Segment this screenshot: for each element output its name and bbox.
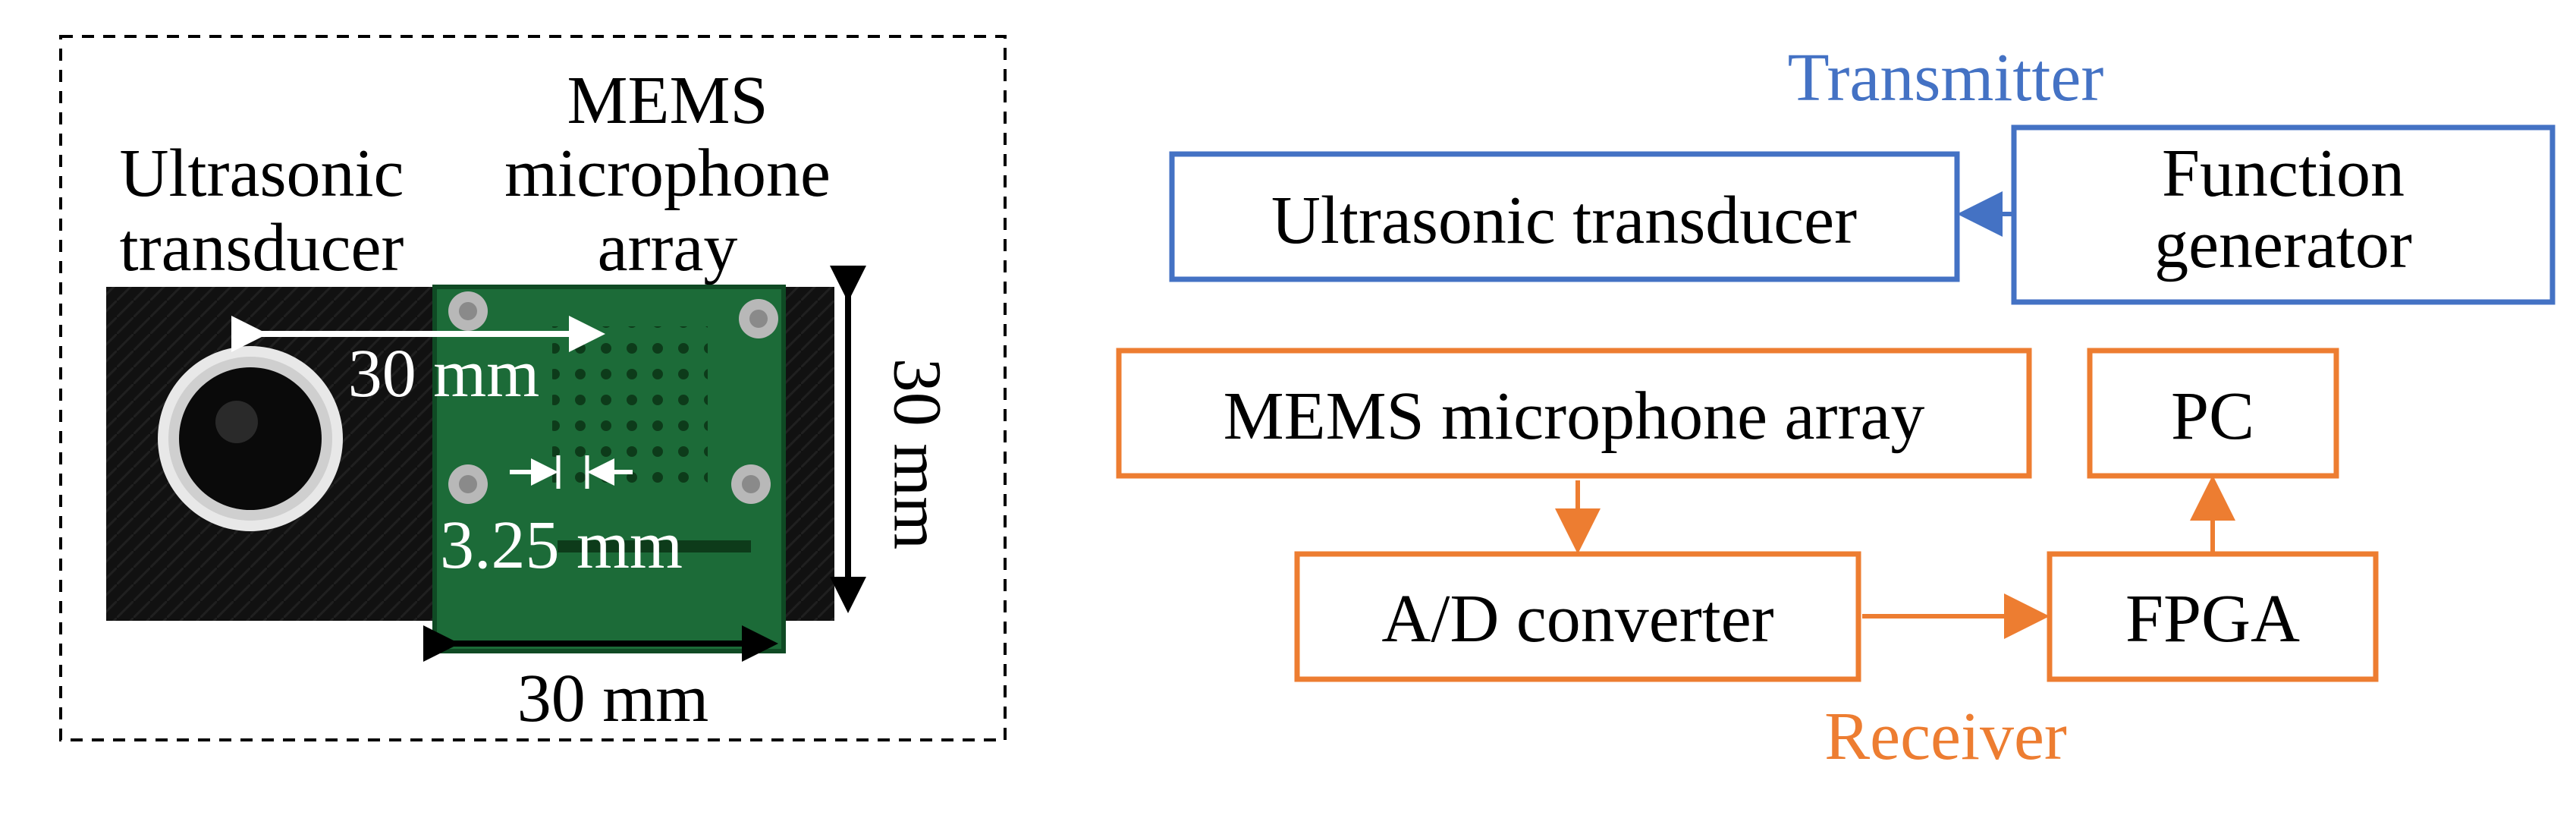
ultrasonic-transducer-image [158, 346, 343, 531]
mems-label-line2: microphone [504, 136, 831, 211]
transmitter-label: Transmitter [1788, 40, 2104, 115]
function-generator-block: Function generator [2011, 124, 2556, 305]
ad-converter-block: A/D converter [1294, 551, 1861, 682]
transducer-label-line2: transducer [120, 210, 404, 285]
block-diagram: Transmitter Ultrasonic transducer Functi… [1116, 40, 2556, 774]
mems-label-line1: MEMS [567, 63, 768, 138]
screw-icon [739, 299, 778, 338]
screw-icon [448, 464, 488, 504]
board-height-label: 30 mm [879, 358, 954, 550]
svg-text:generator: generator [2154, 207, 2412, 282]
device-photo-panel: MEMS Ultrasonic microphone transducer ar… [59, 35, 1007, 741]
svg-text:Function: Function [2162, 136, 2405, 211]
svg-text:PC: PC [2171, 379, 2254, 454]
svg-text:A/D converter: A/D converter [1381, 581, 1773, 656]
transducer-label-line1: Ultrasonic [120, 136, 404, 211]
mems-label-line3: array [598, 210, 738, 285]
pitch-dimension-label: 3.25 mm [440, 508, 683, 583]
pitch-indicator [510, 455, 633, 489]
screw-icon [731, 464, 771, 504]
mems-array-block: MEMS microphone array [1116, 348, 2032, 479]
board-width-label: 30 mm [517, 661, 709, 736]
dashed-frame [59, 35, 1007, 741]
receiver-label: Receiver [1824, 699, 2067, 774]
pc-block: PC [2087, 348, 2339, 479]
screw-icon [448, 291, 488, 331]
fpga-block: FPGA [2047, 551, 2379, 682]
ultrasonic-transducer-block: Ultrasonic transducer [1169, 151, 1960, 282]
svg-text:Ultrasonic transducer: Ultrasonic transducer [1271, 183, 1857, 258]
svg-text:FPGA: FPGA [2125, 581, 2300, 656]
spacing-dimension-label: 30 mm [348, 336, 540, 411]
svg-text:MEMS microphone array: MEMS microphone array [1224, 379, 1925, 454]
